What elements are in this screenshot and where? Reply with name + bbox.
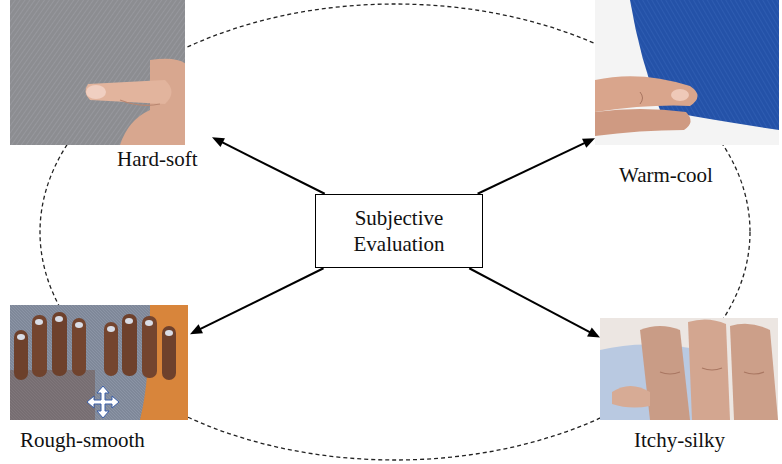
arrow-head	[582, 138, 595, 148]
box-label: Subjective Evaluation	[333, 205, 465, 258]
process-box: Subjective Evaluation	[315, 194, 483, 269]
photo-panel: Hard-soft	[10, 0, 212, 173]
photo-panel: Rough-smooth	[10, 303, 190, 454]
photo-panel: Warm-cool	[595, 0, 779, 189]
connector-line	[199, 268, 324, 329]
connector-line	[221, 142, 325, 194]
arrow-connector	[212, 137, 325, 194]
photo-caption: Rough-smooth	[18, 428, 147, 452]
photo-rough-smooth	[10, 305, 188, 420]
connector-line	[469, 268, 591, 333]
arrow-head	[190, 324, 203, 334]
arrow-connector	[469, 268, 600, 337]
connector-line	[478, 142, 586, 193]
photo-caption: Itchy-silky	[632, 428, 727, 452]
arrow-connector	[478, 138, 595, 194]
photo-warm-cool	[595, 0, 779, 145]
photo-caption: Warm-cool	[617, 163, 715, 187]
arrow-head	[587, 328, 600, 338]
photo-panel: Itchy-silky	[600, 316, 779, 454]
arrow-connector	[190, 268, 324, 334]
photo-caption: Hard-soft	[115, 147, 199, 171]
arrow-head	[212, 137, 225, 147]
photo-hard-soft	[10, 0, 185, 145]
photo-itchy-silky	[600, 318, 778, 420]
